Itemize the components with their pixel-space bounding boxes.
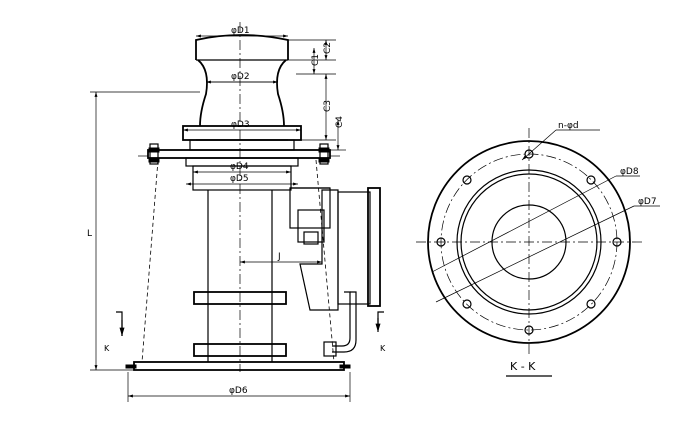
section-k-k: n-φd φD8 φD7 K - K [416, 121, 660, 377]
dim-j: J [240, 252, 322, 264]
label-d1: φD1 [231, 26, 250, 36]
label-c1: C1 [311, 54, 321, 66]
label-j: J [277, 252, 281, 262]
dim-d2: φD2 [206, 72, 278, 84]
leader-nd: n-φd [521, 121, 600, 161]
motor-gearbox [289, 187, 381, 357]
dim-d4: φD4 [193, 162, 291, 174]
label-d5: φD5 [230, 174, 249, 184]
dim-d6: φD6 [127, 372, 351, 402]
leader-d7: φD7 [435, 197, 660, 303]
dim-l: L [87, 91, 200, 371]
dim-d1: φD1 [196, 26, 288, 38]
label-c3: C3 [323, 100, 333, 112]
section-marker-right: K [375, 311, 386, 353]
dim-c-group: C1 C2 C3 C4 [288, 39, 346, 151]
label-d2: φD2 [231, 72, 250, 82]
label-d6: φD6 [229, 386, 248, 396]
bolt-holes [436, 149, 622, 335]
label-d4: φD4 [230, 162, 249, 172]
dim-d3: φD3 [183, 120, 301, 132]
leader-d8: φD8 [431, 167, 640, 273]
dim-d5: φD5 [186, 174, 298, 186]
housing-body [141, 159, 335, 363]
label-nd: n-φd [558, 121, 579, 131]
label-d8: φD8 [620, 167, 639, 177]
base-plate [125, 361, 351, 371]
label-d3: φD3 [231, 120, 250, 130]
side-elevation: φD1 φD2 φD3 φD4 φD5 φD6 [87, 22, 386, 402]
main-shaft [193, 190, 287, 362]
section-marker-left: K [104, 311, 125, 353]
label-k-left: K [104, 344, 110, 353]
label-c2: C2 [323, 42, 333, 54]
label-l: L [87, 229, 92, 239]
deck-flange [138, 139, 340, 167]
label-k-right: K [380, 344, 386, 353]
label-d7: φD7 [638, 197, 657, 207]
label-section-kk: K - K [510, 360, 536, 373]
section-title: K - K [506, 360, 552, 377]
label-c4: C4 [335, 116, 345, 128]
